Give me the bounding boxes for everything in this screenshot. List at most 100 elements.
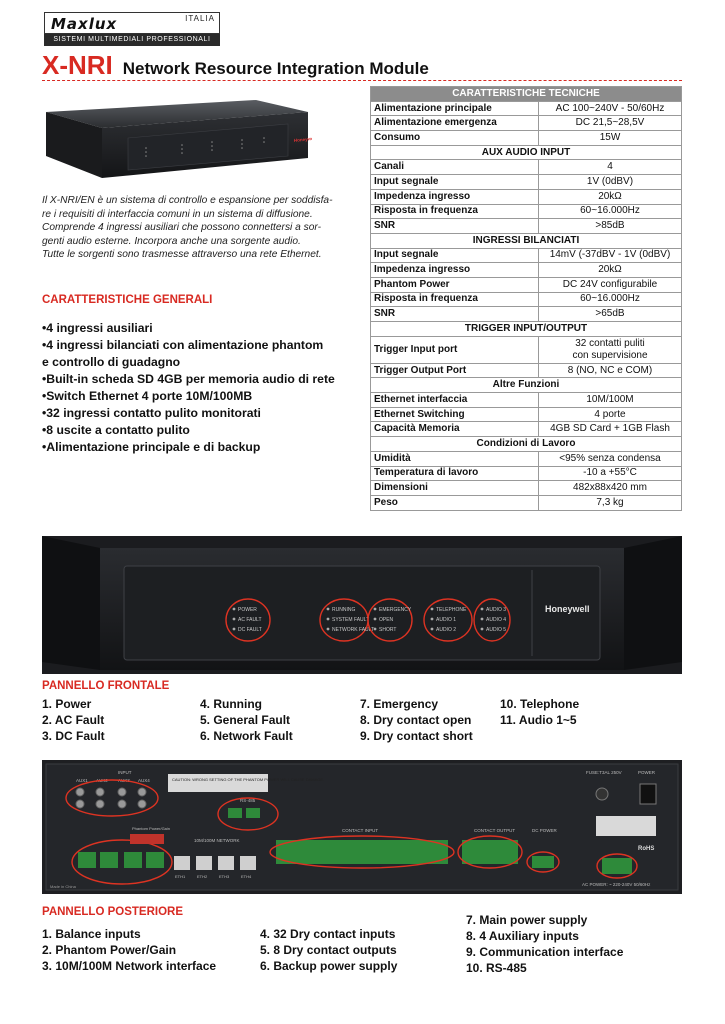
spec-section-title: Altre Funzioni bbox=[370, 377, 682, 394]
led-audio1: AUDIO 1 bbox=[436, 617, 456, 623]
rear-label-input: INPUT bbox=[118, 770, 132, 775]
spec-value: 20kΩ bbox=[538, 262, 682, 278]
led-ac-fault: AC FAULT bbox=[238, 617, 262, 623]
rear-caution-label: CAUTION: WRONG SETTING OF THE PHANTOM PO… bbox=[172, 777, 324, 782]
product-photo-top: Honeywell bbox=[46, 100, 312, 178]
rear-label-eth2: ETH2 bbox=[197, 874, 208, 879]
rear-legend-col2: 4. 32 Dry contact inputs 5. 8 Dry contac… bbox=[260, 926, 397, 974]
legend-item: 8. 4 Auxiliary inputs bbox=[466, 929, 579, 943]
spec-value: 20kΩ bbox=[538, 188, 682, 205]
spec-value: DC 21,5~28,5V bbox=[538, 115, 682, 132]
intro-line: Il X-NRI/EN è un sistema di controllo e … bbox=[42, 195, 333, 206]
front-panel-title: PANNELLO FRONTALE bbox=[42, 680, 170, 692]
rear-label-network: 10M/100M NETWORK bbox=[194, 838, 240, 843]
spec-value: 60~16.000Hz bbox=[538, 203, 682, 220]
feature-item: Switch Ethernet 4 porte 10M/100MB bbox=[42, 388, 362, 405]
led-audio4: AUDIO 4 bbox=[486, 617, 506, 623]
logo-wordmark: Maxlux bbox=[51, 15, 118, 33]
spec-section-title: Condizioni di Lavoro bbox=[370, 436, 682, 452]
rear-label-power: POWER bbox=[638, 770, 656, 775]
intro-line: Comprende 4 ingressi ausiliari che posso… bbox=[42, 222, 321, 233]
feature-item: 32 ingressi contatto pulito monitorati bbox=[42, 405, 362, 422]
front-legend-col3: 7. Emergency 8. Dry contact open 9. Dry … bbox=[360, 696, 473, 744]
product-name: Network Resource Integration Module bbox=[122, 59, 429, 78]
legend-item: 5. 8 Dry contact outputs bbox=[260, 943, 397, 957]
spec-key: Alimentazione principale bbox=[370, 100, 539, 117]
rear-legend-col3: 7. Main power supply 8. 4 Auxiliary inpu… bbox=[466, 912, 623, 976]
logo-wordmark-box: Maxlux ITALIA bbox=[44, 12, 220, 34]
spec-key: Umidità bbox=[370, 450, 539, 467]
rear-label-contact-output: CONTACT OUTPUT bbox=[474, 828, 515, 833]
spec-key: Peso bbox=[370, 494, 539, 511]
spec-value: 7,3 kg bbox=[538, 494, 682, 511]
spec-section-title: TRIGGER INPUT/OUTPUT bbox=[370, 321, 682, 337]
spec-section-title: AUX AUDIO INPUT bbox=[370, 144, 682, 161]
legend-item: 5. General Fault bbox=[200, 713, 291, 727]
rear-label-aux4: AUX4 bbox=[138, 778, 150, 783]
legend-item: 1. Balance inputs bbox=[42, 927, 141, 941]
spec-key: SNR bbox=[370, 306, 539, 322]
legend-item: 9. Communication interface bbox=[466, 945, 624, 959]
spec-row: SNR>85dB bbox=[370, 218, 682, 234]
spec-key: Input segnale bbox=[370, 174, 539, 190]
spec-value: 14mV (-37dBV - 1V (0dBV) bbox=[538, 247, 682, 264]
intro-line: re i requisiti di interfaccia comuni in … bbox=[42, 208, 313, 220]
spec-table: CARATTERISTICHE TECNICHE Alimentazione p… bbox=[370, 86, 682, 511]
front-brand: Honeywell bbox=[545, 604, 590, 614]
led-audio3: AUDIO 3 bbox=[486, 607, 506, 613]
spec-key: Dimensioni bbox=[370, 480, 539, 496]
page-title: X-NRI Network Resource Integration Modul… bbox=[42, 50, 429, 80]
rear-caution-text: CAUTION: WRONG SETTING OF THE PHANTOM PO… bbox=[172, 777, 324, 782]
intro-line: genti audio esterne. Incorpora anche una… bbox=[42, 235, 301, 247]
spec-value: 4 bbox=[538, 159, 682, 176]
intro-text: Il X-NRI/EN è un sistema di controllo e … bbox=[42, 194, 362, 262]
spec-section-header: TRIGGER INPUT/OUTPUT bbox=[370, 321, 682, 337]
legend-item: 4. 32 Dry contact inputs bbox=[260, 927, 396, 941]
rear-panel-title: PANNELLO POSTERIORE bbox=[42, 906, 183, 918]
spec-value: <95% senza condensa bbox=[538, 450, 682, 467]
legend-item: 11. Audio 1~5 bbox=[500, 713, 577, 727]
spec-table-header: CARATTERISTICHE TECNICHE bbox=[370, 86, 682, 102]
spec-value-line: 32 contatti puliti bbox=[575, 337, 645, 349]
led-power: POWER bbox=[238, 607, 257, 613]
general-features-list: 4 ingressi ausiliari 4 ingressi bilancia… bbox=[42, 320, 362, 456]
front-legend-col2: 4. Running 5. General Fault 6. Network F… bbox=[200, 696, 293, 744]
front-panel-photo: Honeywell POWER AC FAULT DC FAULT RUNNIN… bbox=[42, 536, 682, 674]
feature-item: Built-in scheda SD 4GB per memoria audio… bbox=[42, 371, 362, 388]
spec-key: Trigger Output Port bbox=[370, 362, 539, 379]
led-dc-fault: DC FAULT bbox=[238, 627, 262, 633]
legend-item: 3. DC Fault bbox=[42, 729, 105, 743]
spec-value: DC 24V configurabile bbox=[538, 276, 682, 293]
rear-label-rohs: RoHS bbox=[638, 846, 654, 852]
title-divider bbox=[42, 80, 682, 81]
rear-label-eth3: ETH3 bbox=[219, 874, 230, 879]
spec-key: Canali bbox=[370, 159, 539, 176]
led-emergency: EMERGENCY bbox=[379, 607, 412, 613]
spec-key: SNR bbox=[370, 218, 539, 234]
spec-section-header: AUX AUDIO INPUT bbox=[370, 144, 682, 161]
rear-legend-col1: 1. Balance inputs 2. Phantom Power/Gain … bbox=[42, 926, 216, 974]
legend-item: 6. Network Fault bbox=[200, 729, 293, 743]
spec-section-header: Condizioni di Lavoro bbox=[370, 436, 682, 452]
rear-label-phantom: Phantom Power/Gain bbox=[132, 826, 170, 831]
led-system-fault: SYSTEM FAULT bbox=[332, 617, 369, 623]
spec-section-header: Altre Funzioni bbox=[370, 377, 682, 394]
spec-key: Alimentazione emergenza bbox=[370, 115, 539, 132]
legend-item: 7. Emergency bbox=[360, 697, 439, 711]
spec-value: >85dB bbox=[538, 218, 682, 234]
rear-panel-photo: INPUT AUX1 AUX2 AUX3 AUX4 CAUTION: WRONG… bbox=[42, 760, 682, 894]
feature-item: 4 ingressi bilanciati con alimentazione … bbox=[42, 337, 362, 354]
legend-item: 7. Main power supply bbox=[466, 913, 588, 927]
spec-key: Ethernet interfaccia bbox=[370, 392, 539, 408]
